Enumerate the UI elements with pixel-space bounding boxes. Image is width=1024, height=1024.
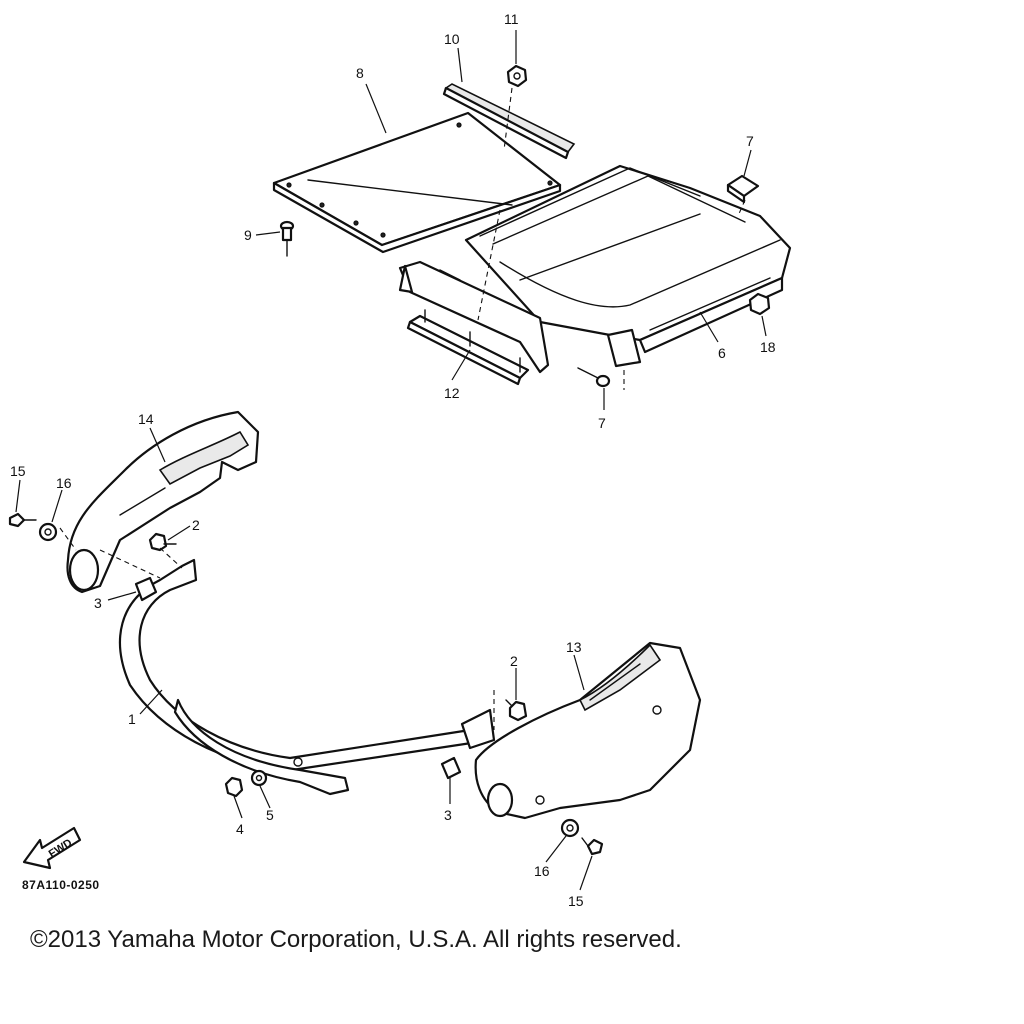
part-15-screw-right[interactable] bbox=[581, 837, 604, 856]
part-18-nut[interactable] bbox=[748, 292, 771, 316]
part-4-nut[interactable] bbox=[224, 776, 244, 798]
assembly-guides-upper bbox=[477, 87, 746, 390]
part-16-grommet-left[interactable] bbox=[38, 522, 58, 542]
callout-18: 18 bbox=[760, 339, 776, 355]
callout-16-left: 16 bbox=[56, 475, 72, 491]
callout-7-upper: 7 bbox=[746, 133, 754, 149]
callout-3-right: 3 bbox=[444, 807, 452, 823]
callout-labels: 8 9 10 11 7 12 6 18 7 14 15 16 2 3 1 2 1… bbox=[10, 11, 776, 909]
part-11-nut[interactable] bbox=[506, 64, 528, 88]
part-3-clip-right[interactable] bbox=[440, 756, 462, 780]
callout-10: 10 bbox=[444, 31, 460, 47]
part-7-bolt-lower[interactable] bbox=[577, 367, 611, 388]
callout-15-right: 15 bbox=[568, 893, 584, 909]
part-16-grommet-right[interactable] bbox=[560, 818, 580, 838]
callout-1: 1 bbox=[128, 711, 136, 727]
callout-15-left: 15 bbox=[10, 463, 26, 479]
part-15-screw-left[interactable] bbox=[8, 512, 37, 528]
fwd-arrow-icon: FWD bbox=[22, 826, 82, 870]
leader-lines bbox=[15, 30, 767, 891]
callout-8: 8 bbox=[356, 65, 364, 81]
callout-5: 5 bbox=[266, 807, 274, 823]
part-1-rail[interactable] bbox=[118, 558, 496, 796]
part-13-right-cover[interactable] bbox=[474, 641, 702, 820]
part-14-left-cover[interactable] bbox=[66, 410, 260, 594]
copyright-notice: ©2013 Yamaha Motor Corporation, U.S.A. A… bbox=[30, 926, 682, 953]
part-6-seat[interactable] bbox=[398, 164, 792, 374]
callout-6: 6 bbox=[718, 345, 726, 361]
part-3-clip-left[interactable] bbox=[134, 576, 158, 602]
callout-16-right: 16 bbox=[534, 863, 550, 879]
part-10-strip[interactable] bbox=[442, 83, 576, 160]
callout-2-left: 2 bbox=[192, 517, 200, 533]
assembly-guides-lower bbox=[59, 527, 495, 730]
part-2-bolt-right[interactable] bbox=[505, 699, 528, 722]
callout-9: 9 bbox=[244, 227, 252, 243]
part-8-board[interactable] bbox=[272, 111, 562, 254]
callout-11: 11 bbox=[504, 11, 519, 27]
callout-7-lower: 7 bbox=[598, 415, 606, 431]
part-2-bolt-left[interactable] bbox=[148, 532, 177, 552]
callout-3-left: 3 bbox=[94, 595, 102, 611]
callout-14: 14 bbox=[138, 411, 154, 427]
callout-13: 13 bbox=[566, 639, 582, 655]
part-9-screw[interactable] bbox=[279, 220, 295, 257]
callout-4: 4 bbox=[236, 821, 244, 837]
callout-2-right: 2 bbox=[510, 653, 518, 669]
part-7-bracket-upper[interactable] bbox=[726, 174, 760, 204]
callout-12: 12 bbox=[444, 385, 460, 401]
drawing-code: 87A110-0250 bbox=[22, 878, 100, 892]
part-12-bar[interactable] bbox=[406, 309, 530, 386]
part-5-washer[interactable] bbox=[250, 769, 268, 787]
